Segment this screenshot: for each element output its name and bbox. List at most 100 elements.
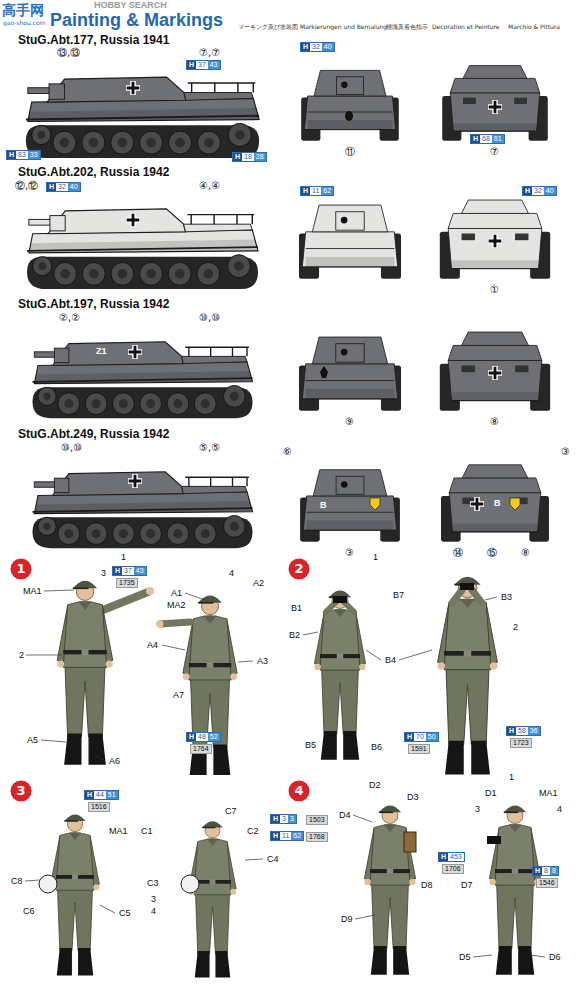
vehicle-side-view [33,472,253,548]
part-label: D9 [340,914,354,924]
callout-number: ④,④ [198,180,221,192]
cross-marking [126,81,140,95]
part-label: D3 [406,792,420,802]
drawing-part [25,880,40,881]
part-label: A1 [170,588,183,598]
cross-marking [488,234,502,248]
color-code: 8 [550,867,558,875]
binoculars [487,836,501,844]
color-code: 48 [196,733,208,741]
header-text: 標識及着色指示 [386,24,428,31]
part-label: A2 [252,578,265,588]
decal-marking: Z1 [96,346,107,356]
decal-marking: B [320,500,327,510]
part-label: A7 [172,690,185,700]
color-chip: H3240 [522,186,557,196]
color-code: 44 [94,791,106,799]
part-label: 1 [508,772,515,782]
drawing-part [95,755,105,761]
part-label: C2 [246,826,260,836]
callout-number: ① [489,284,500,296]
circle-fill [289,559,310,580]
color-code: 11 [280,832,291,840]
color-code: 453 [448,853,464,861]
figure-number-text: 4 [288,780,310,802]
part-label: B5 [304,740,317,750]
drawing-part [26,655,62,656]
color-code: H [113,567,122,575]
color-code: 32 [56,183,68,191]
paint-code: 1546 [536,878,558,888]
vehicle-front-view [300,470,400,542]
cross-marking [488,100,502,114]
unit-emblem [510,498,520,510]
paint-code: 1516 [88,802,110,812]
callout-number: ⑬,⑬ [56,47,81,59]
callout-number: ⑦,⑦ [198,47,221,59]
decal-marking: B [494,498,501,508]
color-chip: H6861 [470,134,505,144]
vehicle-front-view [299,205,401,279]
callout-number: ⑪ [344,146,356,158]
color-code: H [405,733,414,741]
part-label: A4 [146,640,159,650]
part-label: C5 [118,908,132,918]
color-code: 70 [414,733,426,741]
part-label: B7 [392,590,405,600]
drawing-part [162,645,185,650]
vehicle-row-2 [27,200,550,289]
color-code: 37 [196,61,208,69]
vehicle-front-view [299,337,401,411]
vehicle-side-view [33,342,253,418]
figure-group-3 [39,815,236,978]
binoculars [460,583,474,590]
callout-number: ⑥ [282,446,293,458]
paint-code: 1735 [116,578,138,588]
part-label: MA1 [538,788,559,798]
part-label: B1 [290,603,303,613]
color-code: H [439,853,448,861]
section-heading: StuG.Abt.249, Russia 1942 [18,428,169,442]
figure-number: 4 [288,780,310,802]
crew-figure [314,591,365,760]
color-code: 51 [106,791,118,799]
color-code: H [523,187,532,195]
part-label: C8 [10,876,24,886]
figure-number-text: 1 [10,558,32,580]
section-heading: StuG.Abt.177, Russia 1941 [18,34,169,48]
part-label: 4 [228,568,235,578]
color-code: H [233,153,242,161]
color-chip: H3240 [300,42,335,52]
color-code: 43 [134,567,146,575]
color-code: H [7,151,16,159]
vehicle-side-view [26,77,259,158]
color-code: 37 [122,567,134,575]
color-chip: H4451 [84,790,119,800]
part-label: D5 [458,952,472,962]
paint-code: 1706 [442,864,464,874]
color-code: 43 [208,61,220,69]
cross-marking [470,497,484,511]
figure-group-2 [314,577,497,775]
color-code: H [85,791,94,799]
color-chip: H5836 [506,726,541,736]
circle-fill [289,781,310,802]
color-code: 11 [310,187,321,195]
part-label: 2 [18,650,25,660]
color-chip: H3743 [186,60,221,70]
crew-figure [489,806,540,975]
color-code: H [471,135,480,143]
callout-number: ⑩,⑩ [60,442,83,454]
circle-fill [11,559,32,580]
header-text: Markierungen und Bemalung [300,24,387,31]
section-heading: StuG.Abt.197, Russia 1942 [18,298,169,312]
drawing-part [41,740,66,742]
drawing-part [100,905,115,913]
part-label: D2 [368,780,382,790]
color-code: H [507,727,516,735]
vehicle-side-view [27,209,258,289]
part-label: D4 [338,810,352,820]
color-chip: H8333 [6,150,41,160]
color-chip: H1162 [270,831,304,841]
color-code: 62 [291,832,303,840]
